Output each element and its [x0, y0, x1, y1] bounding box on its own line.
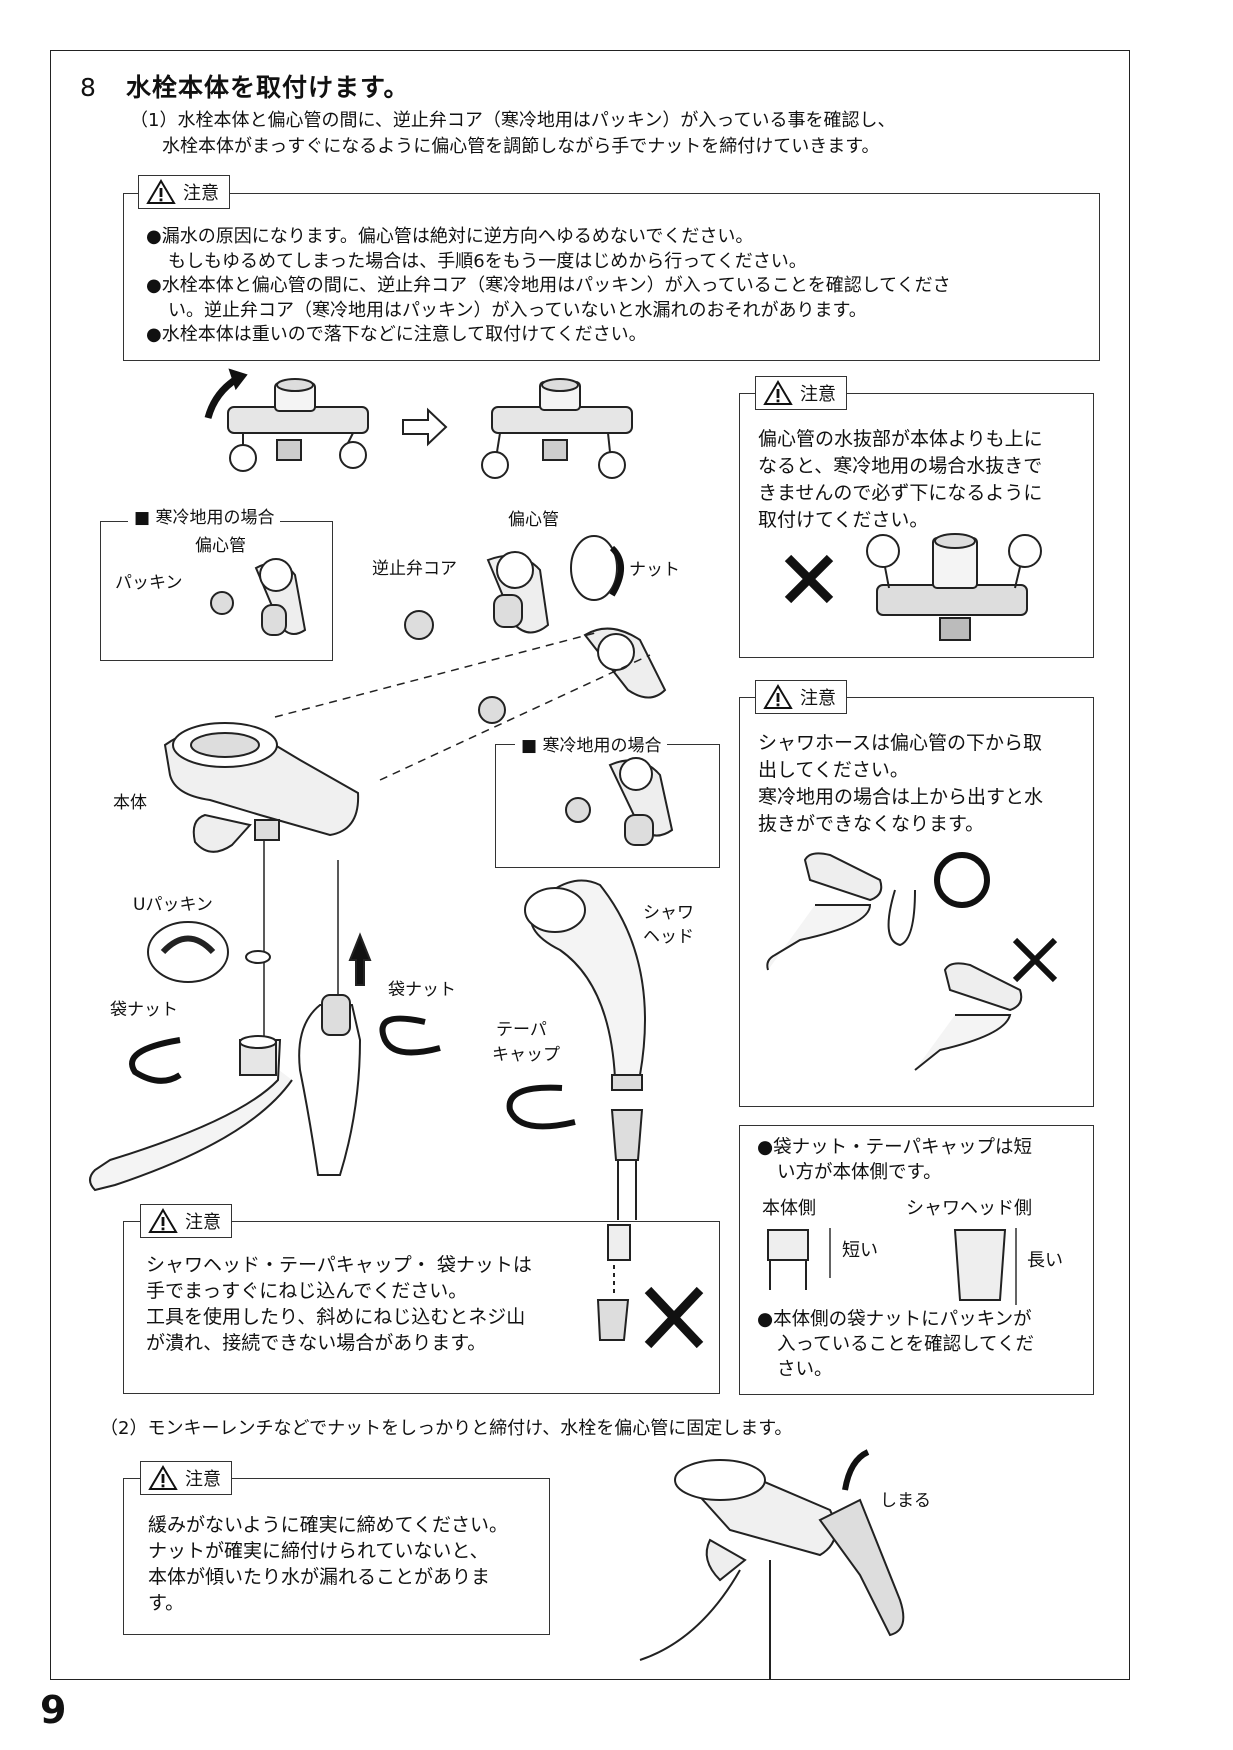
short-label: 短い [842, 1240, 878, 1261]
instruction-1-line2: 水栓本体がまっすぐになるように偏心管を調節しながら手でナットを締付けていきます。 [162, 136, 880, 157]
caution-right2-body: シャワホースは偏心管の下から取 出してください。 寒冷地用の場合は上から出すと水… [758, 730, 1043, 838]
cold-region-label-2: ■ 寒冷地用の場合 [515, 731, 668, 756]
page-number: 9 [40, 1688, 67, 1732]
caution-right1-line: 取付けてください。 [758, 509, 929, 531]
u-packing-label: Uパッキン [133, 895, 213, 915]
spout-illustration [89, 1035, 293, 1192]
caution-top-body: ●漏水の原因になります。偏心管は絶対に逆方向へゆるめないでください。 もしもゆる… [146, 225, 951, 348]
warning-icon [148, 1208, 178, 1233]
shower-head-illustration [524, 879, 646, 1220]
caution-right2-line: 出してください。 [758, 759, 909, 781]
shower-head-label-2: ヘッド [643, 927, 694, 947]
caution-right1-line: きませんので必ず下になるように [758, 482, 1043, 504]
step-title-text: 水栓本体を取付けます。 [126, 73, 410, 102]
note-line: さい。 [777, 1359, 833, 1380]
caution-bl-line: シャワヘッド・テーパキャップ・ 袋ナットは [146, 1254, 532, 1276]
caution-right2-line: 寒冷地用の場合は上から出すと水 [758, 786, 1044, 808]
caution-bottom-left-tag: 注意 [140, 1204, 232, 1238]
shower-head-label-1: シャワ [643, 903, 694, 923]
caution-bl-line: が潰れ、接続できない場合があります。 [146, 1332, 487, 1354]
note-line: い方が本体側です。 [777, 1162, 942, 1183]
caution-bottom-left-body: シャワヘッド・テーパキャップ・ 袋ナットは 手でまっすぐにねじ込んでください。 … [146, 1252, 532, 1356]
caution-label: 注意 [185, 1469, 221, 1490]
faucet-wrong-illustration [866, 533, 1042, 641]
caution-top-box [123, 193, 1100, 361]
caution-top-line: ●水栓本体は重いので落下などに注意して取付けてください。 [146, 324, 647, 345]
caution-right1-tag: 注意 [755, 376, 847, 410]
caution-top-line: い。逆止弁コア（寒冷地用はパッキン）が入っていないと水漏れのおそれがあります。 [168, 299, 867, 321]
shower-side-label: シャワヘッド側 [906, 1198, 1032, 1219]
caution-final-box [123, 1478, 550, 1635]
caution-right2-line: 抜きができなくなります。 [758, 813, 985, 835]
caution-final-line: 本体が傾いたり水が漏れることがありま [148, 1566, 491, 1588]
caution-label: 注意 [185, 1212, 221, 1233]
faucet-body-illustration [163, 722, 360, 853]
body-side-label: 本体側 [762, 1198, 816, 1219]
page-frame [50, 50, 1130, 1680]
cold-region-label-1: ■ 寒冷地用の場合 [128, 503, 281, 528]
caution-final-tag: 注意 [140, 1461, 232, 1495]
caution-right2-tag: 注意 [755, 680, 847, 714]
bag-nut-label-1: 袋ナット [110, 1000, 178, 1020]
caution-right2-box [739, 697, 1094, 1107]
caution-right1-line: 偏心管の水抜部が本体よりも上に [758, 428, 1043, 450]
warning-icon [763, 684, 793, 709]
wrench-illustration [639, 1449, 905, 1680]
caution-top-line: ●漏水の原因になります。偏心管は絶対に逆方向へゆるめないでください。 [146, 226, 754, 247]
caution-right1-body: 偏心管の水抜部が本体よりも上に なると、寒冷地用の場合水抜きで きませんので必ず… [758, 426, 1043, 534]
eccentric-pipe-label-small: 偏心管 [195, 536, 246, 556]
caution-bl-line: 工具を使用したり、斜めにねじ込むとネジ山 [146, 1306, 526, 1328]
nut-label: ナット [629, 560, 680, 580]
caution-top-line: もしもゆるめてしまった場合は、手順6をもう一度はじめから行ってください。 [168, 250, 807, 272]
caution-final-line: す。 [148, 1592, 185, 1614]
caution-label: 注意 [800, 384, 836, 405]
note-line: ●本体側の袋ナットにパッキンが [757, 1309, 1032, 1330]
step-title: 8 水栓本体を取付けます。 [80, 68, 410, 104]
rotate-arrow-icon [129, 1015, 576, 1130]
note-line: 入っていることを確認してくだ [777, 1334, 1034, 1355]
long-label: 長い [1027, 1250, 1063, 1271]
warning-icon [146, 179, 176, 204]
x-mark-icon [1012, 937, 1058, 983]
warning-icon [148, 1465, 178, 1490]
cold-region-inset-2 [495, 744, 720, 868]
caution-final-line: 緩みがないように確実に締めてください。 [148, 1514, 509, 1536]
caution-top-tag: 注意 [138, 175, 230, 209]
caution-final-body: 緩みがないように確実に締めてください。 ナットが確実に締付けられていないと、 本… [148, 1512, 508, 1616]
caution-right1-line: なると、寒冷地用の場合水抜きで [758, 455, 1043, 477]
caution-top-line: ●水栓本体と偏心管の間に、逆止弁コア（寒冷地用はパッキン）が入っていることを確認… [146, 275, 951, 296]
caution-right2-line: シャワホースは偏心管の下から取 [758, 732, 1043, 754]
step-number: 8 [80, 73, 97, 102]
x-mark-icon [784, 554, 834, 604]
caution-bl-line: 手でまっすぐにねじ込んでください。 [146, 1280, 468, 1302]
caution-label: 注意 [183, 183, 219, 204]
tighten-label: しまる [880, 1491, 931, 1511]
check-valve-core-label: 逆止弁コア [372, 559, 457, 579]
instruction-1-line1: （1）水栓本体と偏心管の間に、逆止弁コア（寒冷地用はパッキン）が入っている事を確… [130, 110, 896, 131]
note-line: ●袋ナット・テーパキャップは短 [757, 1137, 1032, 1158]
caution-final-line: ナットが確実に締付けられていないと、 [148, 1540, 489, 1562]
note-box-bottom: ●本体側の袋ナットにパッキンが 入っていることを確認してくだ さい。 [757, 1307, 1034, 1382]
body-label: 本体 [113, 793, 147, 813]
instruction-2: （2）モンキーレンチなどでナットをしっかりと締付け、水栓を偏心管に固定します。 [100, 1418, 793, 1439]
eccentric-pipe-label: 偏心管 [508, 510, 559, 530]
bag-nut-label-2: 袋ナット [388, 980, 456, 1000]
note-box-top: ●袋ナット・テーパキャップは短 い方が本体側です。 [757, 1135, 1032, 1185]
packing-label: パッキン [115, 573, 183, 593]
instruction-1: （1）水栓本体と偏心管の間に、逆止弁コア（寒冷地用はパッキン）が入っている事を確… [130, 108, 895, 160]
faucet-before-illustration [227, 378, 369, 472]
caution-label: 注意 [800, 688, 836, 709]
taper-cap-label-1: テーパ [496, 1020, 547, 1040]
warning-icon [763, 380, 793, 405]
faucet-after-illustration [481, 378, 633, 479]
taper-cap-label-2: キャップ [492, 1045, 560, 1065]
x-mark-icon [644, 1286, 704, 1349]
